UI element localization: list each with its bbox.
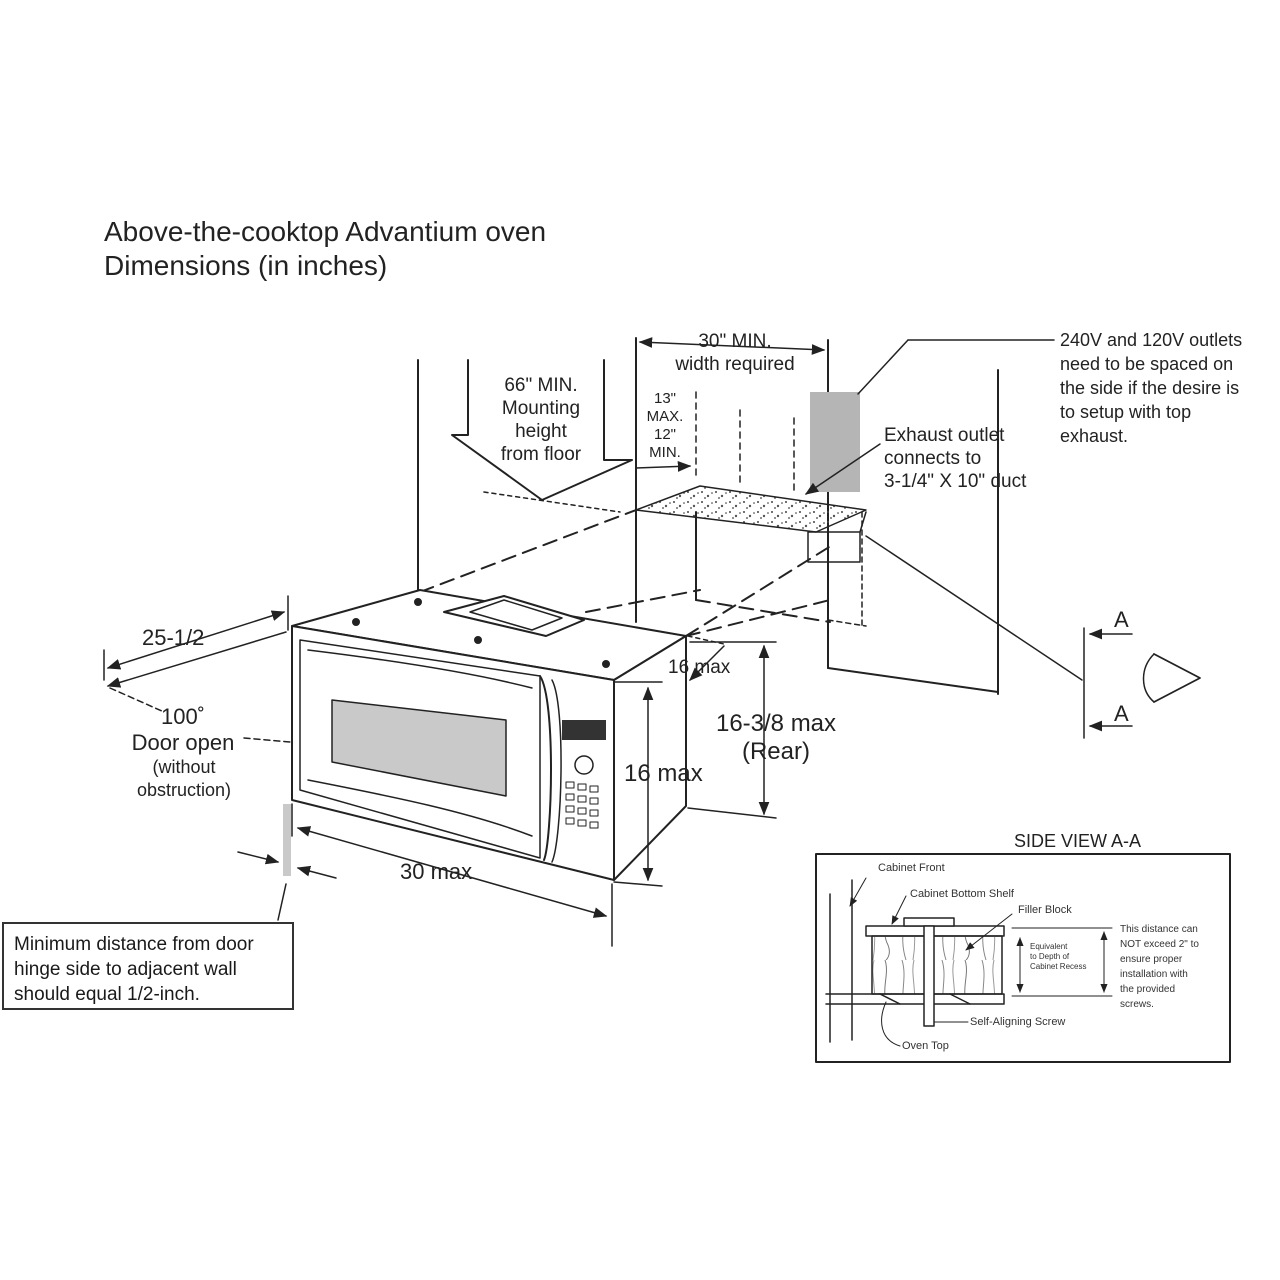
equivalent-label: Equivalent to Depth of Cabinet Recess xyxy=(1030,942,1087,971)
mounting-height-label: 66" MIN. Mounting height from floor xyxy=(500,375,582,465)
exhaust-label: Exhaust outlet connects to 3-1/4" X 10" … xyxy=(884,425,1027,492)
width-required-dim xyxy=(638,337,826,355)
self-aligning-screw-label: Self-Aligning Screw xyxy=(970,1016,1066,1028)
rear-height-label: 16-3/8 max (Rear) xyxy=(715,710,837,765)
side-view-title: SIDE VIEW A-A xyxy=(1014,831,1142,851)
width-required-label: 30" MIN. width required xyxy=(675,331,795,375)
cabinet-bottom-shelf-label: Cabinet Bottom Shelf xyxy=(910,888,1014,900)
section-mark-top: A xyxy=(1114,607,1129,632)
width-label: 30 max xyxy=(400,859,473,884)
depth-label: 25-1/2 xyxy=(142,625,205,650)
cabinet-front-label: Cabinet Front xyxy=(878,862,945,874)
page-title: Above-the-cooktop Advantium oven xyxy=(104,216,547,247)
front-height-label: 16 max xyxy=(624,760,703,787)
depth-dim xyxy=(106,610,286,670)
door-open-sublabel: (without obstruction) xyxy=(136,757,232,800)
hinge-note: Minimum distance from door hinge side to… xyxy=(2,922,294,1010)
outlet-panel xyxy=(810,392,860,492)
page-subtitle: Dimensions (in inches) xyxy=(104,250,388,281)
oven-top-label: Oven Top xyxy=(902,1040,949,1052)
self-aligning-screw xyxy=(923,925,935,1027)
distance-note: This distance can NOT exceed 2" to ensur… xyxy=(1120,924,1199,1010)
vertical-range-label: 13" MAX. 12" MIN. xyxy=(646,390,684,461)
oven-window xyxy=(331,699,507,797)
door-open-label: 100˚ Door open xyxy=(131,704,235,755)
eye-symbol-icon xyxy=(1153,653,1201,703)
width-dim xyxy=(296,826,608,918)
filler-block-label: Filler Block xyxy=(1018,904,1072,916)
depth-16-label: 16 max xyxy=(668,657,731,678)
outlets-note: 240V and 120V outlets need to be spaced … xyxy=(1060,330,1243,446)
filler-block xyxy=(871,935,1003,995)
hinge-gap-marker xyxy=(283,804,291,876)
section-mark-bottom: A xyxy=(1114,701,1129,726)
cabinet-bottom-shelf xyxy=(635,485,867,533)
side-view-frame xyxy=(815,853,1231,1063)
